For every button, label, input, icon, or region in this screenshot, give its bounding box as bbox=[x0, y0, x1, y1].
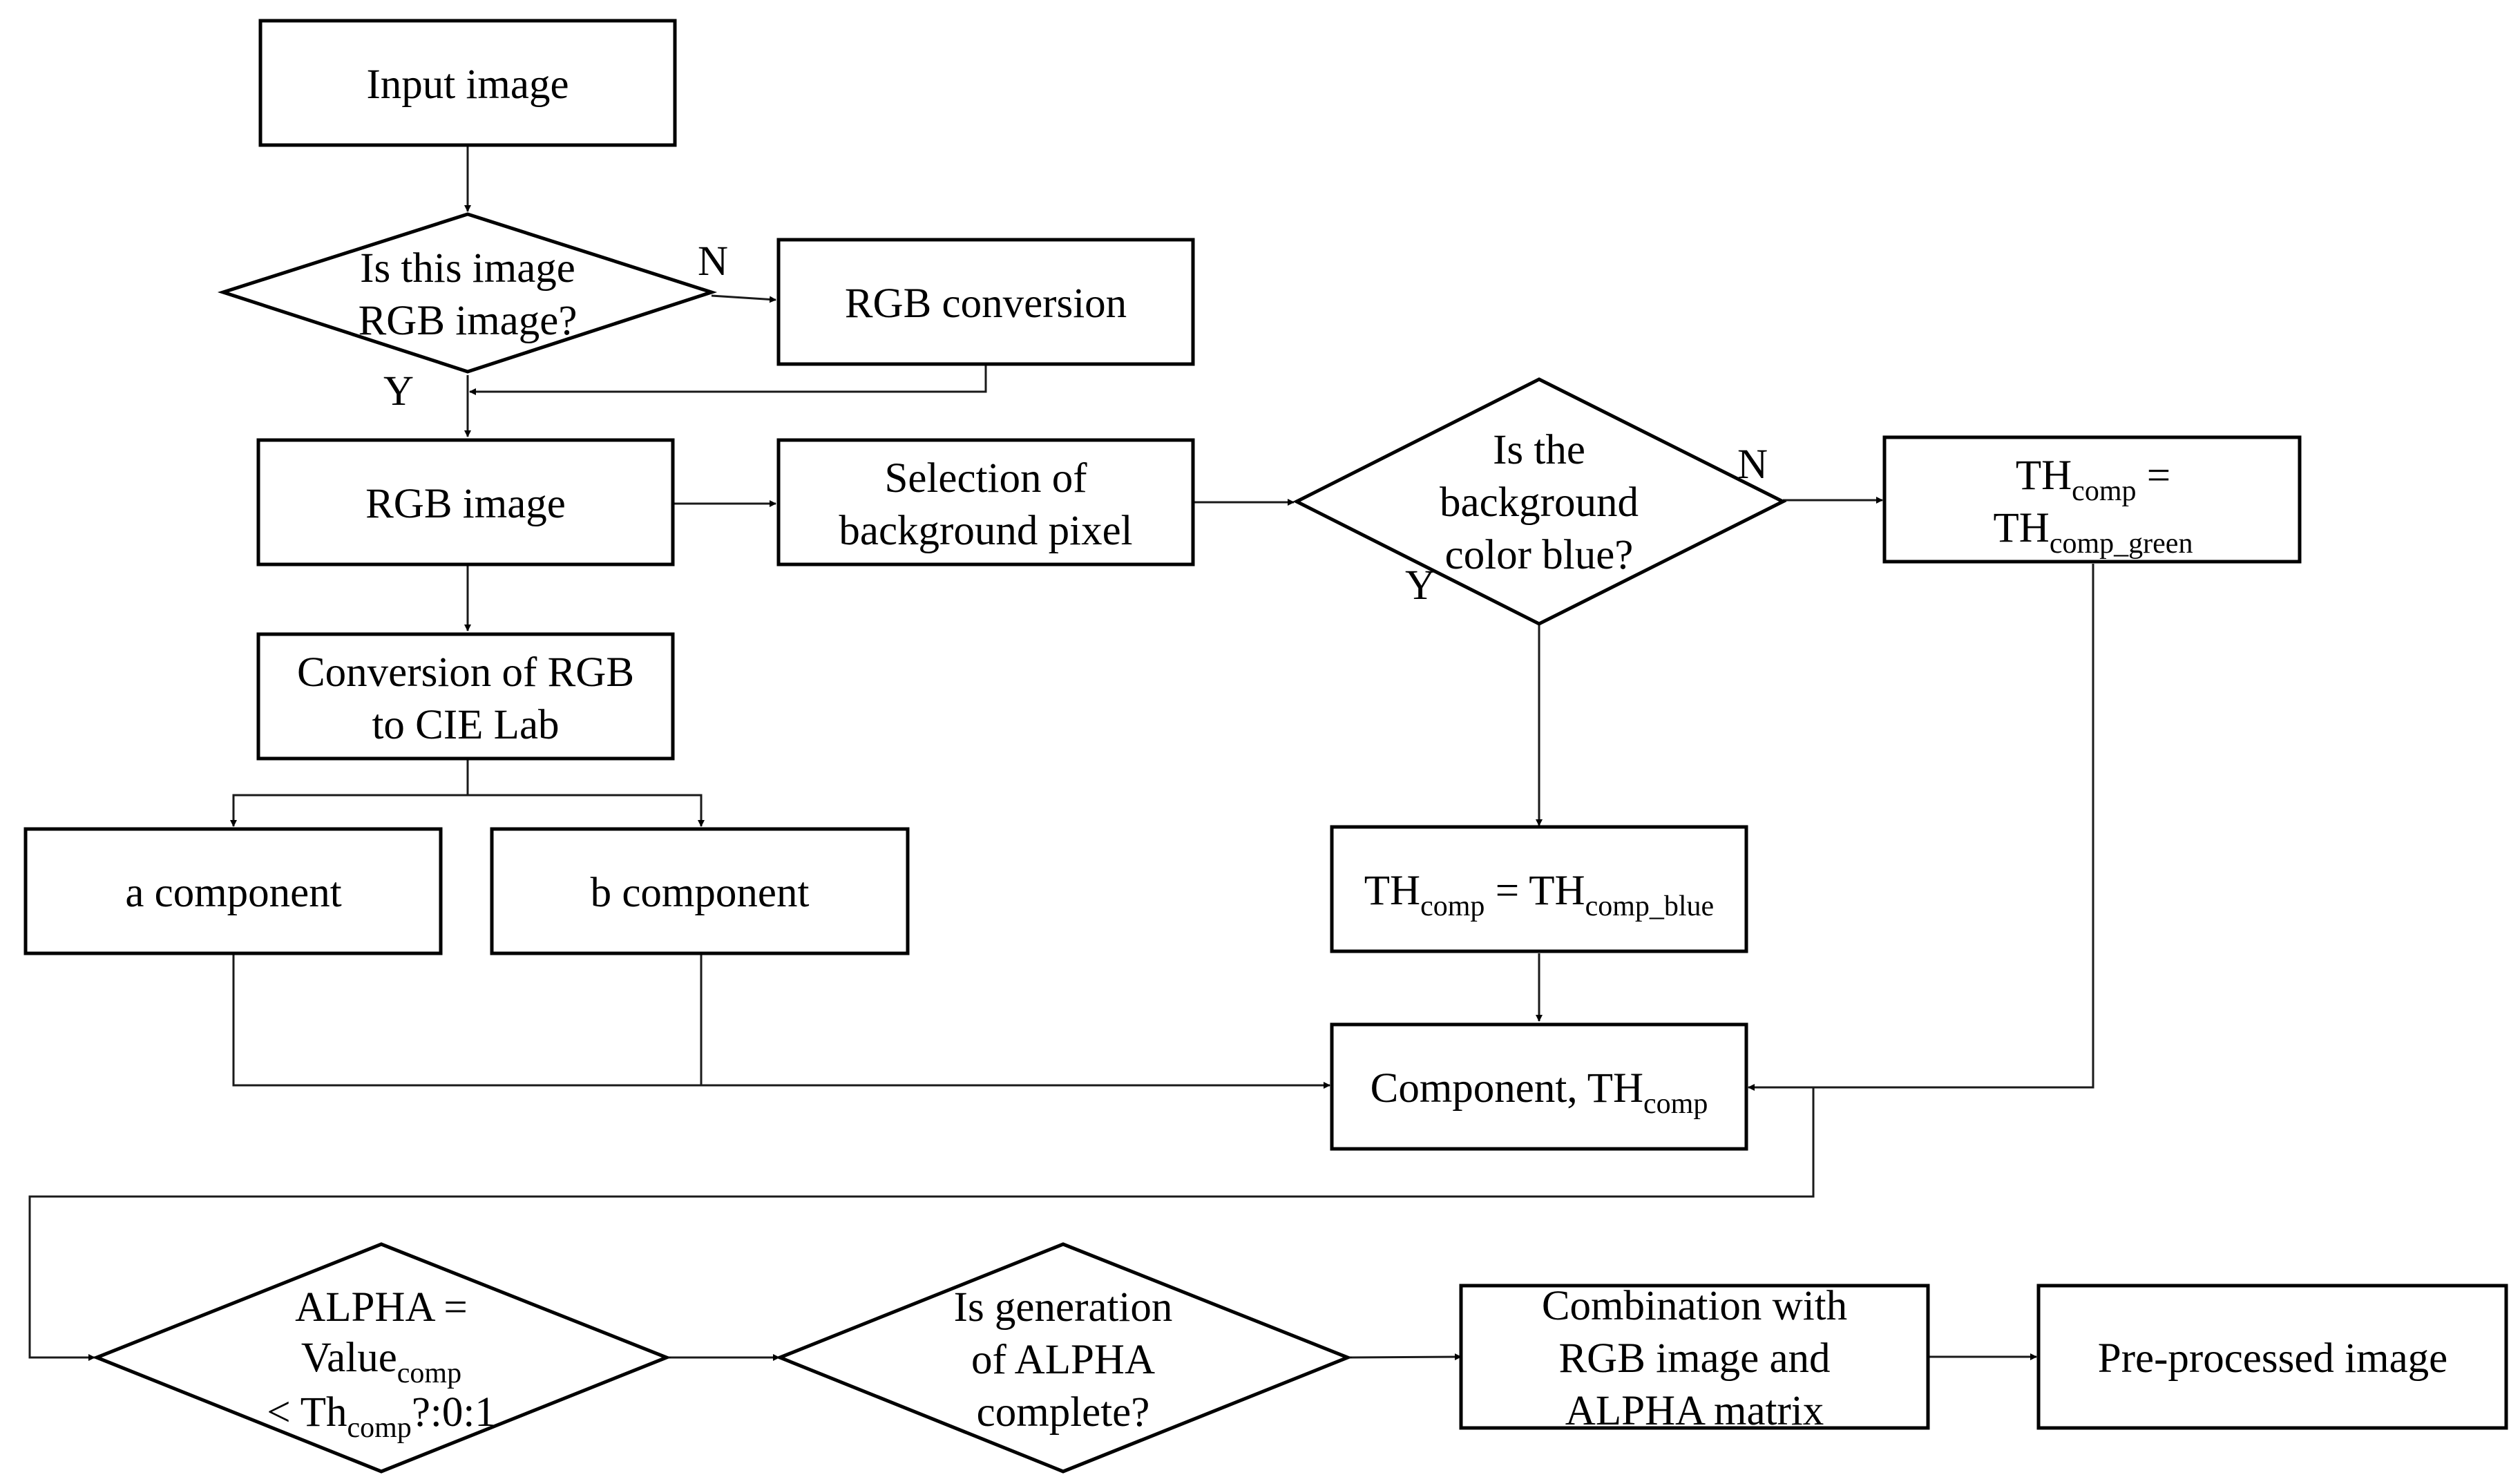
node-th-blue: THcomp = THcomp_blue bbox=[1330, 825, 1748, 953]
input-image-label: Input image bbox=[366, 61, 569, 108]
conversion-lab-line2: to CIE Lab bbox=[372, 702, 559, 748]
edge-a-to-component bbox=[232, 953, 1330, 1089]
preprocessed-label: Pre-processed image bbox=[2098, 1335, 2447, 1382]
node-rgb-image: RGB image bbox=[256, 438, 675, 566]
node-a-component: a component bbox=[23, 827, 443, 955]
alpha-line3: < Thcomp?:0:1 bbox=[267, 1389, 496, 1444]
complete-line1: Is generation bbox=[954, 1284, 1173, 1331]
node-conversion-lab: Conversion of RGB to CIE Lab bbox=[256, 632, 675, 761]
decision-rgb-line2: RGB image? bbox=[359, 298, 578, 344]
rgb-image-label: RGB image bbox=[365, 481, 566, 527]
th-green-line1: THcomp = bbox=[2016, 452, 2170, 507]
conversion-lab-line1: Conversion of RGB bbox=[297, 649, 634, 696]
edge-component-to-alpha bbox=[28, 1087, 1815, 1361]
node-th-green: THcomp = THcomp_green bbox=[1882, 435, 2302, 564]
node-combination: Combination with RGB image and ALPHA mat… bbox=[1459, 1283, 1930, 1434]
decision-blue-line2: background bbox=[1440, 479, 1639, 526]
decision-blue-line3: color blue? bbox=[1445, 532, 1634, 578]
th-blue-label: THcomp = THcomp_blue bbox=[1364, 868, 1714, 922]
edge-label-blue-yes: Y bbox=[1405, 562, 1435, 609]
edge-th-green-to-component bbox=[1748, 564, 2094, 1091]
complete-line3: complete? bbox=[977, 1389, 1150, 1436]
decision-rgb-line1: Is this image bbox=[360, 245, 575, 292]
node-decision-complete: Is generation of ALPHA complete? bbox=[775, 1242, 1353, 1474]
selection-line2: background pixel bbox=[839, 508, 1132, 554]
node-preprocessed: Pre-processed image bbox=[2036, 1284, 2508, 1430]
combination-line2: RGB image and bbox=[1558, 1335, 1830, 1382]
edge-lab-to-a bbox=[230, 759, 469, 827]
complete-line2: of ALPHA bbox=[971, 1337, 1155, 1383]
combination-line1: Combination with bbox=[1542, 1283, 1847, 1329]
edge-decision-to-conversion bbox=[711, 294, 776, 303]
edge-lab-to-b bbox=[468, 794, 705, 827]
node-b-component: b component bbox=[490, 827, 910, 955]
decision-blue-line1: Is the bbox=[1493, 427, 1585, 473]
alpha-line1: ALPHA = bbox=[295, 1284, 468, 1331]
alpha-line2: Valuecomp bbox=[301, 1335, 461, 1389]
selection-line1: Selection of bbox=[884, 455, 1087, 502]
th-green-line2: THcomp_green bbox=[1994, 505, 2193, 560]
a-component-label: a component bbox=[125, 870, 341, 916]
node-input-image: Input image bbox=[258, 19, 677, 147]
connectors bbox=[28, 146, 2094, 1361]
node-component-th: Component, THcomp bbox=[1330, 1022, 1748, 1151]
b-component-label: b component bbox=[591, 870, 810, 916]
node-rgb-conversion: RGB conversion bbox=[776, 238, 1195, 366]
node-alpha-decision: ALPHA = Valuecomp < Thcomp?:0:1 bbox=[92, 1242, 671, 1474]
edge-label-rgb-no: N bbox=[698, 238, 728, 285]
node-decision-rgb: Is this image RGB image? bbox=[217, 212, 718, 374]
node-selection-background: Selection of background pixel bbox=[776, 438, 1195, 566]
edge-label-blue-no: N bbox=[1737, 441, 1768, 488]
node-decision-blue: Is the background color blue? bbox=[1292, 377, 1787, 626]
component-th-label: Component, THcomp bbox=[1371, 1065, 1708, 1120]
rgb-conversion-label: RGB conversion bbox=[845, 280, 1127, 327]
edge-conversion-return bbox=[469, 364, 987, 395]
combination-line3: ALPHA matrix bbox=[1565, 1388, 1824, 1434]
edge-label-rgb-yes: Y bbox=[383, 368, 414, 414]
